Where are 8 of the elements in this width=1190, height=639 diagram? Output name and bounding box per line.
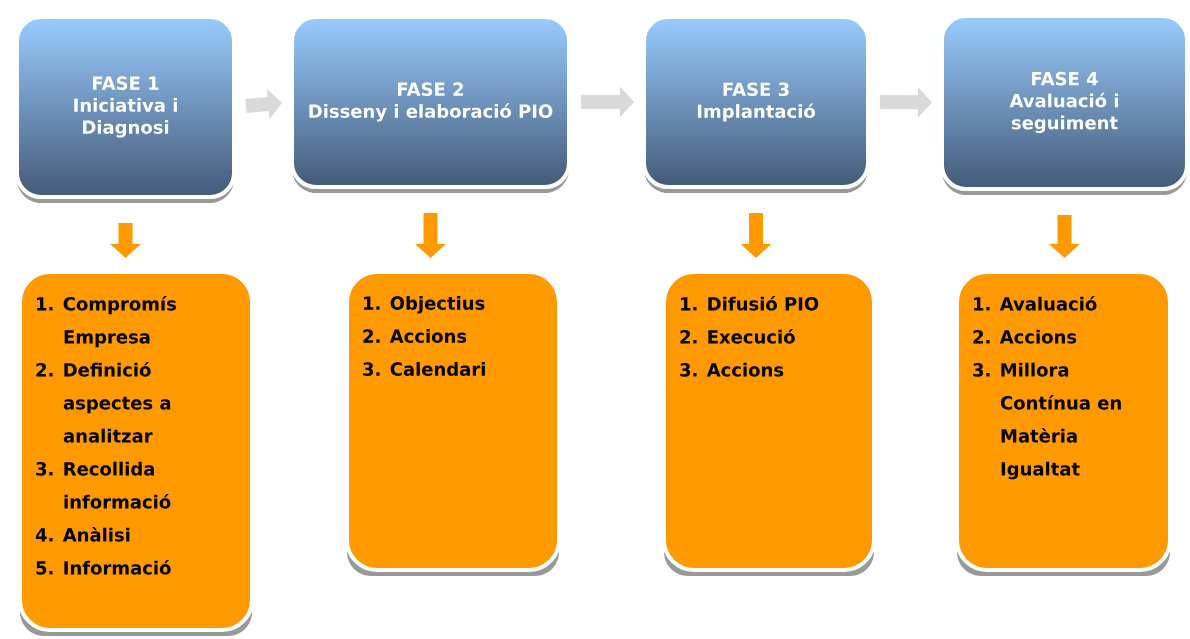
phase-box: FASE 2 Disseny i elaboració PIO — [290, 15, 571, 193]
phase-box: FASE 4 Avaluació i seguiment — [940, 14, 1189, 195]
task-list-box: 1. Objectius 2. Accions 3. Calendari — [345, 270, 561, 576]
task-list-box: 1. Difusió PIO 2. Execució 3. Accions — [662, 270, 876, 576]
task-list-box: 1. Avaluació 2. Accions 3. Millora Contínua en Matèria Igualtat — [955, 270, 1172, 576]
task-list-box: 1. Compromís Empresa 2. Definició aspectes a analitzar 3. Recollida informació 4. Anàlisi 5. Informació — [18, 270, 254, 636]
phase-box: FASE 1 Iniciativa i Diagnosi — [15, 15, 236, 203]
phase-box: FASE 3 Implantació — [642, 15, 870, 193]
